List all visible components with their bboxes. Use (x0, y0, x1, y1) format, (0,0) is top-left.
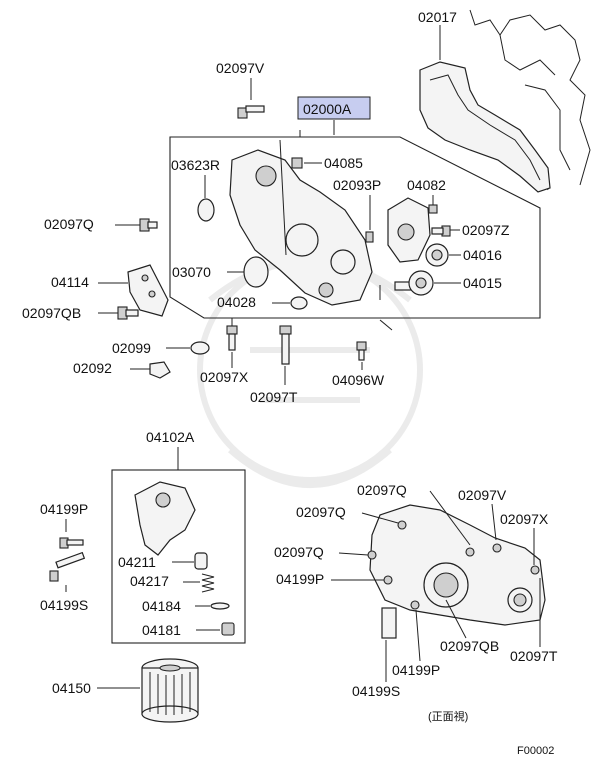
leader-02097QB-b (445, 599, 467, 639)
pump-cover-hole (397, 223, 415, 241)
label-04199S-b[interactable]: 04199S (352, 683, 400, 699)
gasket-04114-hole-1 (141, 274, 149, 282)
label-04085[interactable]: 04085 (324, 155, 363, 171)
bolt-02097Q-left (139, 218, 158, 232)
gasket-02092 (149, 361, 171, 379)
label-04096W[interactable]: 04096W (332, 372, 385, 388)
valve-04211 (194, 552, 208, 570)
gear-04015 (394, 270, 434, 296)
oil-seal-03623R (197, 198, 215, 222)
gear-04016 (425, 243, 449, 267)
bolt-02097V-top (237, 105, 265, 119)
label-04199P-b2[interactable]: 04199P (392, 662, 440, 678)
bolt-04199P-left (59, 537, 84, 549)
bolt-02097Z (431, 225, 451, 237)
figure-code: F00002 (517, 745, 554, 757)
spring-04085 (291, 157, 303, 169)
label-04217[interactable]: 04217 (130, 573, 169, 589)
leader-02097Q-b1 (429, 490, 471, 546)
bolt-02097QB-left (117, 306, 139, 320)
label-02092[interactable]: 02092 (73, 360, 112, 376)
seal-03070 (243, 256, 269, 288)
timing-case-gasket (419, 61, 551, 193)
oil-pump-case (229, 149, 373, 306)
label-02097Q-b1[interactable]: 02097Q (357, 482, 407, 498)
label-04181[interactable]: 04181 (142, 622, 181, 638)
label-03070[interactable]: 03070 (172, 264, 211, 280)
leader-02097Q-b3 (338, 552, 369, 556)
label-02097Q-b3[interactable]: 02097Q (274, 544, 324, 560)
label-02097X-b[interactable]: 02097X (500, 511, 549, 527)
label-04199S-left[interactable]: 04199S (40, 597, 88, 613)
leader-case (279, 139, 287, 256)
label-02097Q-b2[interactable]: 02097Q (296, 504, 346, 520)
highlight-02000A (297, 96, 371, 120)
oil-filter-04150 (141, 658, 199, 723)
label-04199P-b1[interactable]: 04199P (276, 571, 324, 587)
gasket-04114 (127, 264, 169, 317)
bolt-04096W (356, 341, 367, 361)
label-04016[interactable]: 04016 (463, 247, 502, 263)
leader-04199P-b2 (415, 609, 421, 662)
seal-04028 (290, 296, 308, 310)
oil-filter-bracket-box (111, 469, 246, 644)
spring-04217 (201, 573, 215, 593)
label-02097V-b[interactable]: 02097V (458, 487, 507, 503)
plug-04181 (221, 622, 235, 636)
label-03623R[interactable]: 03623R (171, 157, 220, 173)
label-02097V-top[interactable]: 02097V (216, 60, 265, 76)
bolt-04082 (428, 204, 438, 214)
oil-pump-assembled-view (367, 504, 546, 639)
label-04150[interactable]: 04150 (52, 680, 91, 696)
label-02017[interactable]: 02017 (418, 9, 457, 25)
label-02093P[interactable]: 02093P (333, 177, 381, 193)
pin-02093P (365, 231, 374, 243)
label-02099[interactable]: 02099 (112, 340, 151, 356)
label-04199P-left[interactable]: 04199P (40, 501, 88, 517)
label-02097T-top[interactable]: 02097T (250, 389, 298, 405)
label-02097QB-b[interactable]: 02097QB (440, 638, 499, 654)
label-02097Z[interactable]: 02097Z (462, 222, 510, 238)
leader-02097Q-b2 (361, 512, 399, 524)
label-04082[interactable]: 04082 (407, 177, 446, 193)
label-04211[interactable]: 04211 (118, 554, 156, 570)
o-ring-02099 (190, 341, 210, 355)
label-04015[interactable]: 04015 (463, 275, 502, 291)
front-view-note: (正面視) (428, 709, 468, 723)
label-02097Q-left[interactable]: 02097Q (44, 216, 94, 232)
label-04114[interactable]: 04114 (51, 274, 89, 290)
bolt-04199S-left (49, 551, 86, 582)
gasket-04114-hole-2 (148, 290, 156, 298)
oil-pump-assembly-box (169, 136, 541, 319)
label-04102A[interactable]: 04102A (146, 429, 195, 445)
label-04184[interactable]: 04184 (142, 598, 181, 614)
bolt-02097X-top (226, 325, 238, 351)
label-02000A[interactable]: 02000A (303, 101, 352, 117)
bolt-02097T-top (279, 325, 292, 365)
label-02097QB-left[interactable]: 02097QB (22, 305, 81, 321)
oil-filter-bracket-port (155, 492, 171, 508)
leader-02097V-b (491, 503, 497, 541)
label-02097X-top[interactable]: 02097X (200, 369, 249, 385)
label-04028[interactable]: 04028 (217, 294, 256, 310)
oil-filter-bracket (134, 481, 196, 556)
leader-box-bolts-2 (379, 319, 393, 331)
gasket-04184 (210, 602, 230, 610)
label-02097T-b[interactable]: 02097T (510, 648, 558, 664)
